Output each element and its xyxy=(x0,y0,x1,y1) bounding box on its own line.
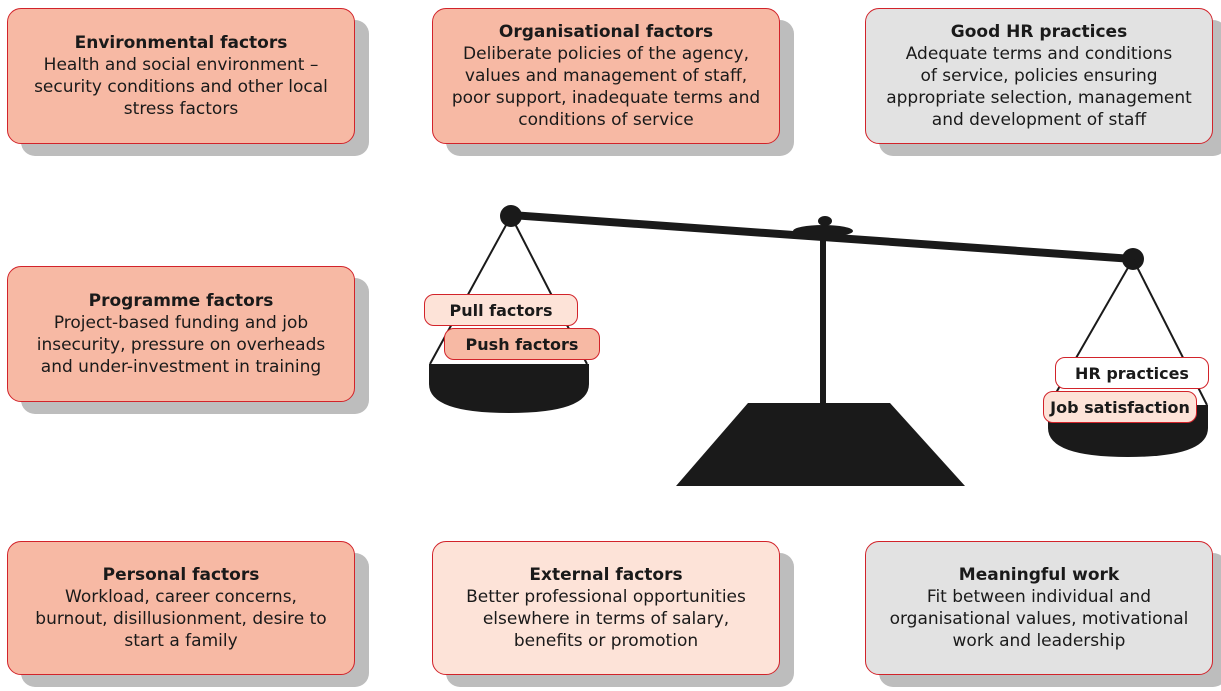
card-line: benefits or promotion xyxy=(513,631,699,651)
organisational-factors-card: Organisational factors Deliberate polici… xyxy=(432,8,780,144)
card-line: Workload, career concerns, xyxy=(65,587,297,607)
programme-factors-card: Programme factors Project-based funding … xyxy=(7,266,355,402)
left-pan xyxy=(429,364,589,413)
card-line: Better professional opportunities xyxy=(466,587,746,607)
card-line: Project-based funding and job xyxy=(53,313,309,333)
card-line: stress factors xyxy=(123,99,239,119)
card-line: insecurity, pressure on overheads xyxy=(36,335,326,355)
card-line: of service, policies ensuring xyxy=(920,66,1158,86)
card-line: appropriate selection, management xyxy=(886,88,1192,108)
personal-factors-card: Personal factors Workload, career concer… xyxy=(7,541,355,675)
scale-base xyxy=(676,403,965,486)
card-line: Deliberate policies of the agency, xyxy=(463,44,749,64)
card-line: values and management of staff, xyxy=(464,66,748,86)
card-line: poor support, inadequate terms and xyxy=(451,88,761,108)
card-title: Meaningful work xyxy=(958,565,1120,585)
card-line: work and leadership xyxy=(952,631,1126,651)
card-line: Health and social environment – xyxy=(43,55,319,75)
job-satisfaction-label: Job satisfaction xyxy=(1043,391,1197,423)
external-factors-card: External factors Better professional opp… xyxy=(432,541,780,675)
card-title: Environmental factors xyxy=(74,33,288,53)
card-line: security conditions and other local xyxy=(34,77,328,97)
card-line: and under-investment in training xyxy=(40,357,322,377)
card-title: Good HR practices xyxy=(950,22,1128,42)
good-hr-practices-card: Good HR practices Adequate terms and con… xyxy=(865,8,1213,144)
pull-factors-label: Pull factors xyxy=(424,294,578,326)
card-line: conditions of service xyxy=(518,110,694,130)
left-pan-string xyxy=(429,215,512,365)
environmental-factors-card: Environmental factors Health and social … xyxy=(7,8,355,144)
scale-pillar xyxy=(820,228,826,406)
card-line: burnout, disillusionment, desire to xyxy=(35,609,327,629)
card-line: elsewhere in terms of salary, xyxy=(482,609,730,629)
card-title: Personal factors xyxy=(102,565,260,585)
card-line: start a family xyxy=(124,631,238,651)
card-title: Organisational factors xyxy=(498,22,714,42)
push-factors-label: Push factors xyxy=(444,328,600,360)
card-line: and development of staff xyxy=(931,110,1147,130)
card-title: External factors xyxy=(529,565,683,585)
meaningful-work-card: Meaningful work Fit between individual a… xyxy=(865,541,1213,675)
card-line: Fit between individual and xyxy=(926,587,1152,607)
card-line: Adequate terms and conditions xyxy=(905,44,1173,64)
scale-beam xyxy=(511,211,1133,263)
card-line: organisational values, motivational xyxy=(889,609,1189,629)
card-title: Programme factors xyxy=(88,291,274,311)
scale-pivot-knob xyxy=(818,216,832,226)
hr-practices-label: HR practices xyxy=(1055,357,1209,389)
